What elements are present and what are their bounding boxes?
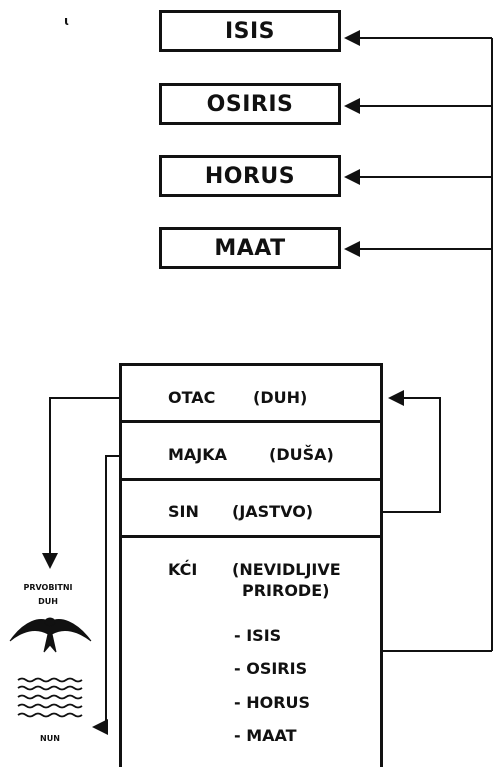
row-otac-paren: (DUH) [253, 388, 308, 407]
row-majka-label: MAJKA [168, 445, 228, 464]
row-sin-paren: (JASTVO) [232, 502, 314, 521]
bird-icon [9, 617, 92, 653]
label-nun: NUN [40, 734, 60, 743]
stray-mark: ɩ [64, 14, 70, 28]
row-kci-label: KĆI [168, 560, 198, 579]
sub-item-maat: - MAAT [234, 726, 297, 745]
label-prvobitni: PRVOBITNI [23, 583, 73, 592]
family-box: OTAC (DUH) MAJKA (DUŠA) SIN (JASTVO) KĆI… [119, 363, 383, 767]
sub-item-osiris: - OSIRIS [234, 659, 308, 678]
box-maat-label: MAAT [214, 235, 286, 261]
box-isis: ISIS [159, 10, 341, 52]
arrow-otac-to-prvobitni-duh [42, 397, 119, 569]
box-osiris-label: OSIRIS [206, 91, 294, 117]
row-sin: SIN (JASTVO) [122, 481, 380, 538]
arrow-sin-to-otac [383, 390, 441, 513]
water-waves-icon [17, 677, 83, 718]
box-maat: MAAT [159, 227, 341, 269]
row-majka-paren: (DUŠA) [269, 445, 334, 464]
label-duh: DUH [38, 597, 58, 606]
arrow-majka-to-nun [92, 455, 119, 735]
row-otac: OTAC (DUH) [122, 366, 380, 423]
box-osiris: OSIRIS [159, 83, 341, 125]
box-horus: HORUS [159, 155, 341, 197]
row-kci-paren: (NEVIDLJIVE [232, 560, 341, 579]
row-kci: KĆI (NEVIDLJIVE PRIRODE) - ISIS - OSIRIS… [122, 538, 380, 770]
sub-item-isis: - ISIS [234, 626, 282, 645]
row-kci-paren2: PRIRODE) [242, 581, 330, 600]
box-isis-label: ISIS [224, 18, 276, 44]
box-horus-label: HORUS [204, 163, 296, 189]
sub-item-horus: - HORUS [234, 693, 311, 712]
row-sin-label: SIN [168, 502, 199, 521]
row-otac-label: OTAC [168, 388, 216, 407]
row-majka: MAJKA (DUŠA) [122, 423, 380, 481]
